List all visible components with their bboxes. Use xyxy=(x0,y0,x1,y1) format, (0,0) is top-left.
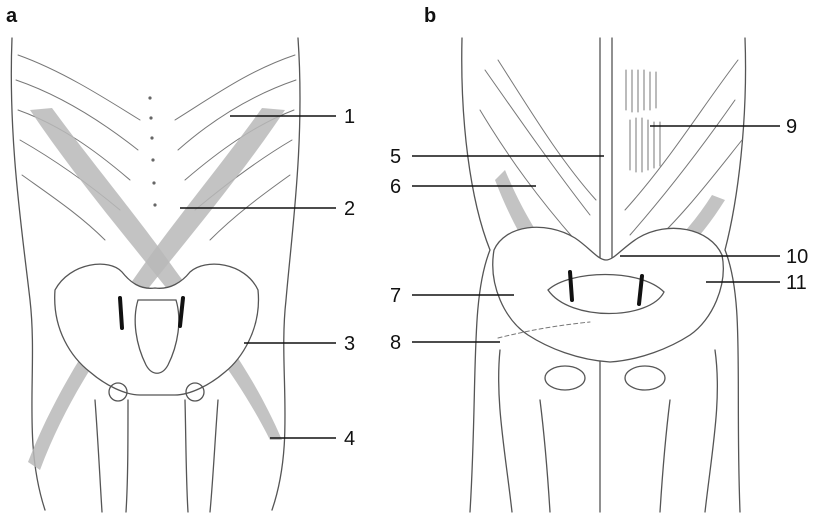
callout-7: 7 xyxy=(390,285,401,307)
callout-4: 4 xyxy=(344,428,355,450)
callout-2: 2 xyxy=(344,198,355,220)
panel-b-letter: b xyxy=(424,5,436,27)
callout-8: 8 xyxy=(390,332,401,354)
panel-b: b xyxy=(390,5,808,512)
panel-b-obturator-left xyxy=(545,366,585,390)
panel-b-pelvis xyxy=(493,227,723,362)
panel-a-legs xyxy=(95,400,218,512)
panel-a-letter: a xyxy=(6,5,18,27)
panel-a-incision-left xyxy=(120,298,122,328)
panel-a-spine-dots xyxy=(148,96,156,206)
panel-b-incision-left xyxy=(570,272,572,300)
callout-11: 11 xyxy=(786,272,807,294)
panel-b-obturator-right xyxy=(625,366,665,390)
panel-b-torso-outline-left xyxy=(462,38,490,512)
callout-6: 6 xyxy=(390,176,401,198)
callout-1: 1 xyxy=(344,106,355,128)
callout-3: 3 xyxy=(344,333,355,355)
callout-10: 10 xyxy=(786,246,808,268)
panel-a: a xyxy=(6,5,355,512)
panel-b-legs xyxy=(499,350,718,512)
callout-9: 9 xyxy=(786,116,797,138)
panel-b-rectus-striations xyxy=(626,70,660,172)
callout-5: 5 xyxy=(390,146,401,168)
